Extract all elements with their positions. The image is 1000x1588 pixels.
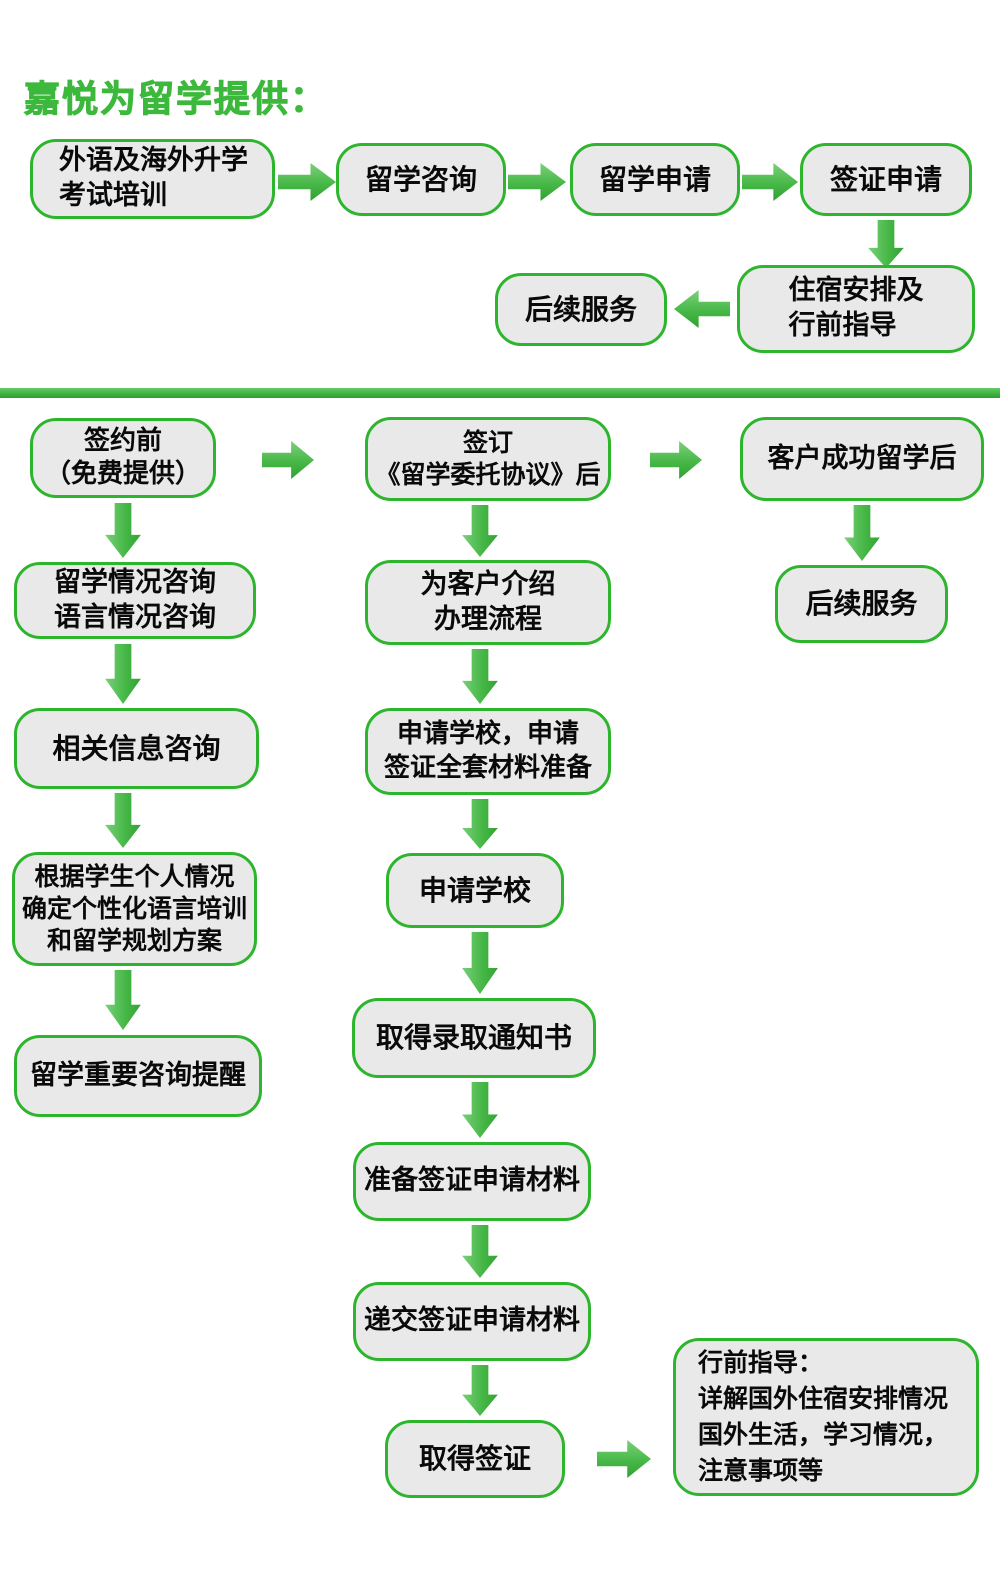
step-box-pre-departure-guidance: 行前指导： 详解国外住宿安排情况 国外生活，学习情况， 注意事项等 bbox=[673, 1338, 979, 1496]
arrow-right-icon bbox=[742, 163, 798, 201]
arrow-down-icon bbox=[844, 505, 880, 561]
step-label: 取得录取通知书 bbox=[375, 1021, 572, 1055]
step-label: 递交签证申请材料 bbox=[364, 1305, 580, 1337]
arrow-right-icon bbox=[278, 163, 336, 201]
step-box-get-visa: 取得签证 bbox=[385, 1420, 565, 1498]
step-box-consult-status: 留学情况咨询 语言情况咨询 bbox=[14, 562, 256, 639]
flow-box-line: 考试培训 bbox=[59, 180, 167, 211]
step-line: 和留学规划方案 bbox=[46, 926, 222, 955]
step-line: 注意事项等 bbox=[698, 1456, 824, 1486]
arrow-right-icon bbox=[508, 163, 566, 201]
arrow-down-icon bbox=[462, 1225, 498, 1278]
arrow-down-icon bbox=[105, 970, 141, 1030]
step-line: 为客户介绍 bbox=[420, 568, 556, 600]
flow-box-followup: 后续服务 bbox=[495, 273, 667, 346]
flow-box-label: 留学咨询 bbox=[364, 162, 477, 196]
step-box-intro-process: 为客户介绍 办理流程 bbox=[365, 560, 611, 645]
arrow-down-icon bbox=[462, 799, 498, 849]
stage-label: 客户成功留学后 bbox=[767, 442, 957, 474]
step-line: 国外生活，学习情况， bbox=[698, 1420, 949, 1449]
step-box-admission-letter: 取得录取通知书 bbox=[352, 998, 596, 1078]
flow-box-line: 外语及海外升学 bbox=[59, 145, 248, 177]
step-label: 准备签证申请材料 bbox=[364, 1165, 580, 1197]
flow-box-application: 留学申请 bbox=[570, 143, 740, 216]
step-line: 详解国外住宿安排情况 bbox=[698, 1383, 949, 1413]
arrow-down-icon bbox=[105, 793, 141, 848]
step-line: 签证全套材料准备 bbox=[383, 752, 592, 783]
step-box-prepare-visa-materials: 准备签证申请材料 bbox=[353, 1142, 591, 1221]
step-label: 后续服务 bbox=[805, 587, 918, 621]
step-box-apply-school: 申请学校 bbox=[386, 853, 564, 928]
arrow-down-icon bbox=[105, 644, 141, 704]
step-line: 确定个性化语言培训 bbox=[21, 894, 247, 923]
flow-box-line: 行前指导 bbox=[788, 310, 897, 341]
step-line: 根据学生个人情况 bbox=[34, 862, 235, 891]
flow-box-training: 外语及海外升学 考试培训 bbox=[30, 139, 275, 219]
step-label: 相关信息咨询 bbox=[52, 731, 221, 765]
arrow-right-icon bbox=[597, 1440, 651, 1478]
step-line: 留学情况咨询 bbox=[54, 566, 216, 598]
step-box-followup-service: 后续服务 bbox=[775, 565, 948, 643]
page-title: 嘉悦为留学提供： bbox=[23, 79, 329, 121]
arrow-down-icon bbox=[462, 932, 498, 994]
stage-box-pre-sign: 签约前 （免费提供） bbox=[30, 418, 216, 498]
stage-box-after-sign: 签订 《留学委托协议》后 bbox=[365, 417, 611, 501]
flow-box-consulting: 留学咨询 bbox=[336, 143, 506, 216]
flow-box-line: 住宿安排及 bbox=[788, 275, 924, 307]
arrow-right-icon bbox=[650, 441, 702, 479]
stage-box-after-abroad: 客户成功留学后 bbox=[740, 417, 984, 501]
step-box-personal-plan: 根据学生个人情况 确定个性化语言培训 和留学规划方案 bbox=[12, 852, 257, 966]
arrow-down-icon bbox=[462, 1082, 498, 1138]
arrow-down-icon bbox=[462, 1365, 498, 1416]
step-box-prepare-materials: 申请学校，申请 签证全套材料准备 bbox=[365, 708, 611, 795]
flow-box-visa: 签证申请 bbox=[800, 143, 972, 216]
arrow-left-icon bbox=[674, 290, 730, 328]
stage-line: （免费提供） bbox=[44, 459, 201, 489]
step-box-related-info: 相关信息咨询 bbox=[14, 708, 259, 789]
step-box-submit-visa-materials: 递交签证申请材料 bbox=[353, 1282, 591, 1361]
stage-line: 签订 bbox=[462, 428, 513, 457]
step-label: 留学重要咨询提醒 bbox=[30, 1059, 246, 1091]
arrow-down-icon bbox=[462, 649, 498, 704]
step-line: 办理流程 bbox=[434, 603, 542, 635]
section-divider bbox=[0, 388, 1000, 398]
stage-line: 签约前 bbox=[83, 425, 162, 456]
arrow-down-icon bbox=[868, 220, 904, 268]
flow-box-label: 签证申请 bbox=[829, 162, 942, 196]
arrow-down-icon bbox=[105, 503, 141, 558]
step-label: 申请学校 bbox=[418, 873, 531, 907]
flow-box-housing: 住宿安排及 行前指导 bbox=[737, 265, 975, 353]
arrow-down-icon bbox=[462, 505, 498, 557]
arrow-right-icon bbox=[262, 441, 314, 479]
step-line: 申请学校，申请 bbox=[396, 719, 579, 750]
flow-box-label: 后续服务 bbox=[524, 292, 637, 326]
flow-box-label: 留学申请 bbox=[598, 162, 711, 196]
step-line: 语言情况咨询 bbox=[54, 601, 216, 633]
step-line: 行前指导： bbox=[698, 1347, 824, 1377]
step-box-important-reminder: 留学重要咨询提醒 bbox=[14, 1035, 262, 1117]
step-label: 取得签证 bbox=[418, 1442, 531, 1476]
stage-line: 《留学委托协议》后 bbox=[375, 460, 601, 489]
